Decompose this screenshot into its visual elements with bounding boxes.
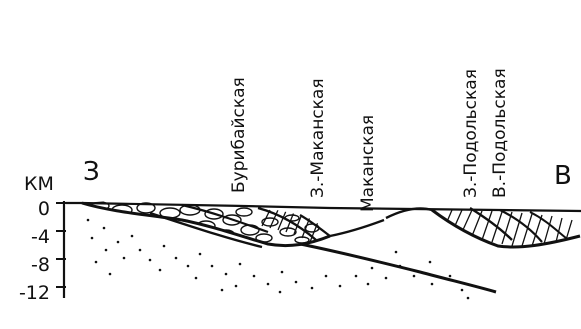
label-makanskaya: Маканская	[358, 115, 378, 212]
label-v-podolskaya: В.-Подольская	[490, 68, 510, 198]
depth-unit-label: КМ	[24, 173, 54, 195]
label-z-makanskaya: З.-Маканская	[308, 78, 328, 198]
west-label: З	[83, 157, 100, 187]
main-thrust-line	[300, 244, 496, 292]
depth-label-12: -12	[19, 282, 50, 304]
depth-label-4: -4	[31, 226, 50, 248]
depth-label-8: -8	[31, 254, 50, 276]
makan-cap	[330, 220, 384, 236]
label-z-podolskaya: З.-Подольская	[461, 69, 481, 198]
label-buribayskaya: Бурибайская	[229, 77, 249, 193]
east-label: В	[554, 161, 572, 191]
depth-axis: 0 -4 -8 -12	[19, 198, 66, 304]
depth-label-0: 0	[38, 198, 50, 220]
